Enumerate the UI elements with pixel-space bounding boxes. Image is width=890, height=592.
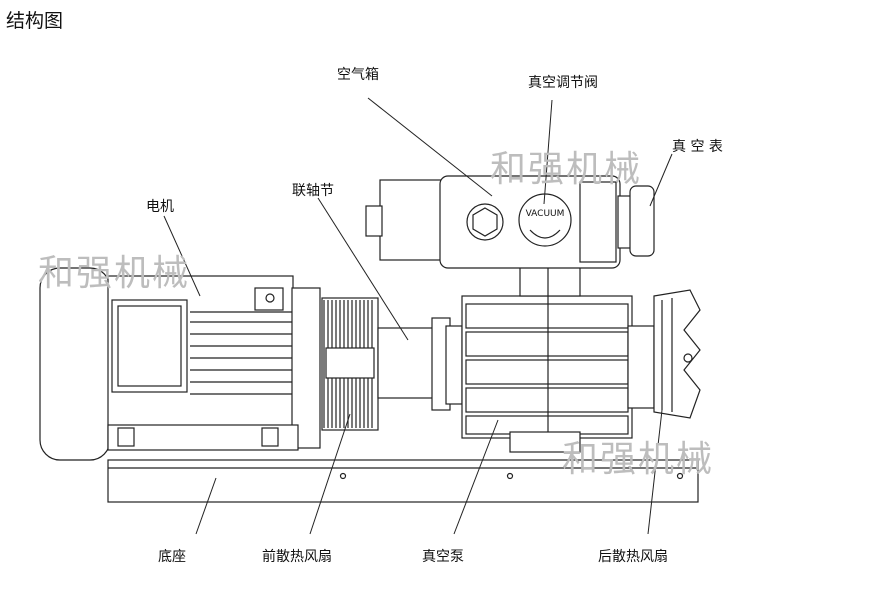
- valve-text: VACUUM: [526, 209, 565, 219]
- vacuum-gauge: [617, 185, 655, 257]
- label-coupling: 联轴节: [292, 183, 334, 199]
- front-fan: [321, 297, 379, 431]
- watermark-bottom: 和强机械: [562, 439, 715, 480]
- label-motor: 电机: [146, 199, 174, 215]
- watermark-left: 和强机械: [38, 253, 191, 294]
- air-box: [365, 175, 621, 269]
- label-vacuum-pump: 真空泵: [422, 549, 464, 565]
- base-plate: [107, 459, 699, 503]
- vacuum-pump: [461, 261, 655, 453]
- label-front-fan: 前散热风扇: [262, 549, 332, 565]
- coupling: [377, 317, 463, 411]
- label-vacuum-valve: 真空调节阀: [528, 75, 598, 91]
- page-title: 结构图: [6, 10, 64, 32]
- leader-lines: [163, 97, 673, 535]
- rear-fan: [653, 289, 701, 419]
- label-rear-fan: 后散热风扇: [598, 549, 668, 565]
- motor: [39, 267, 321, 461]
- watermark-top: 和强机械: [490, 149, 643, 190]
- label-air-box: 空气箱: [337, 67, 379, 83]
- label-vacuum-gauge: 真 空 表: [672, 139, 723, 155]
- label-base: 底座: [158, 549, 186, 565]
